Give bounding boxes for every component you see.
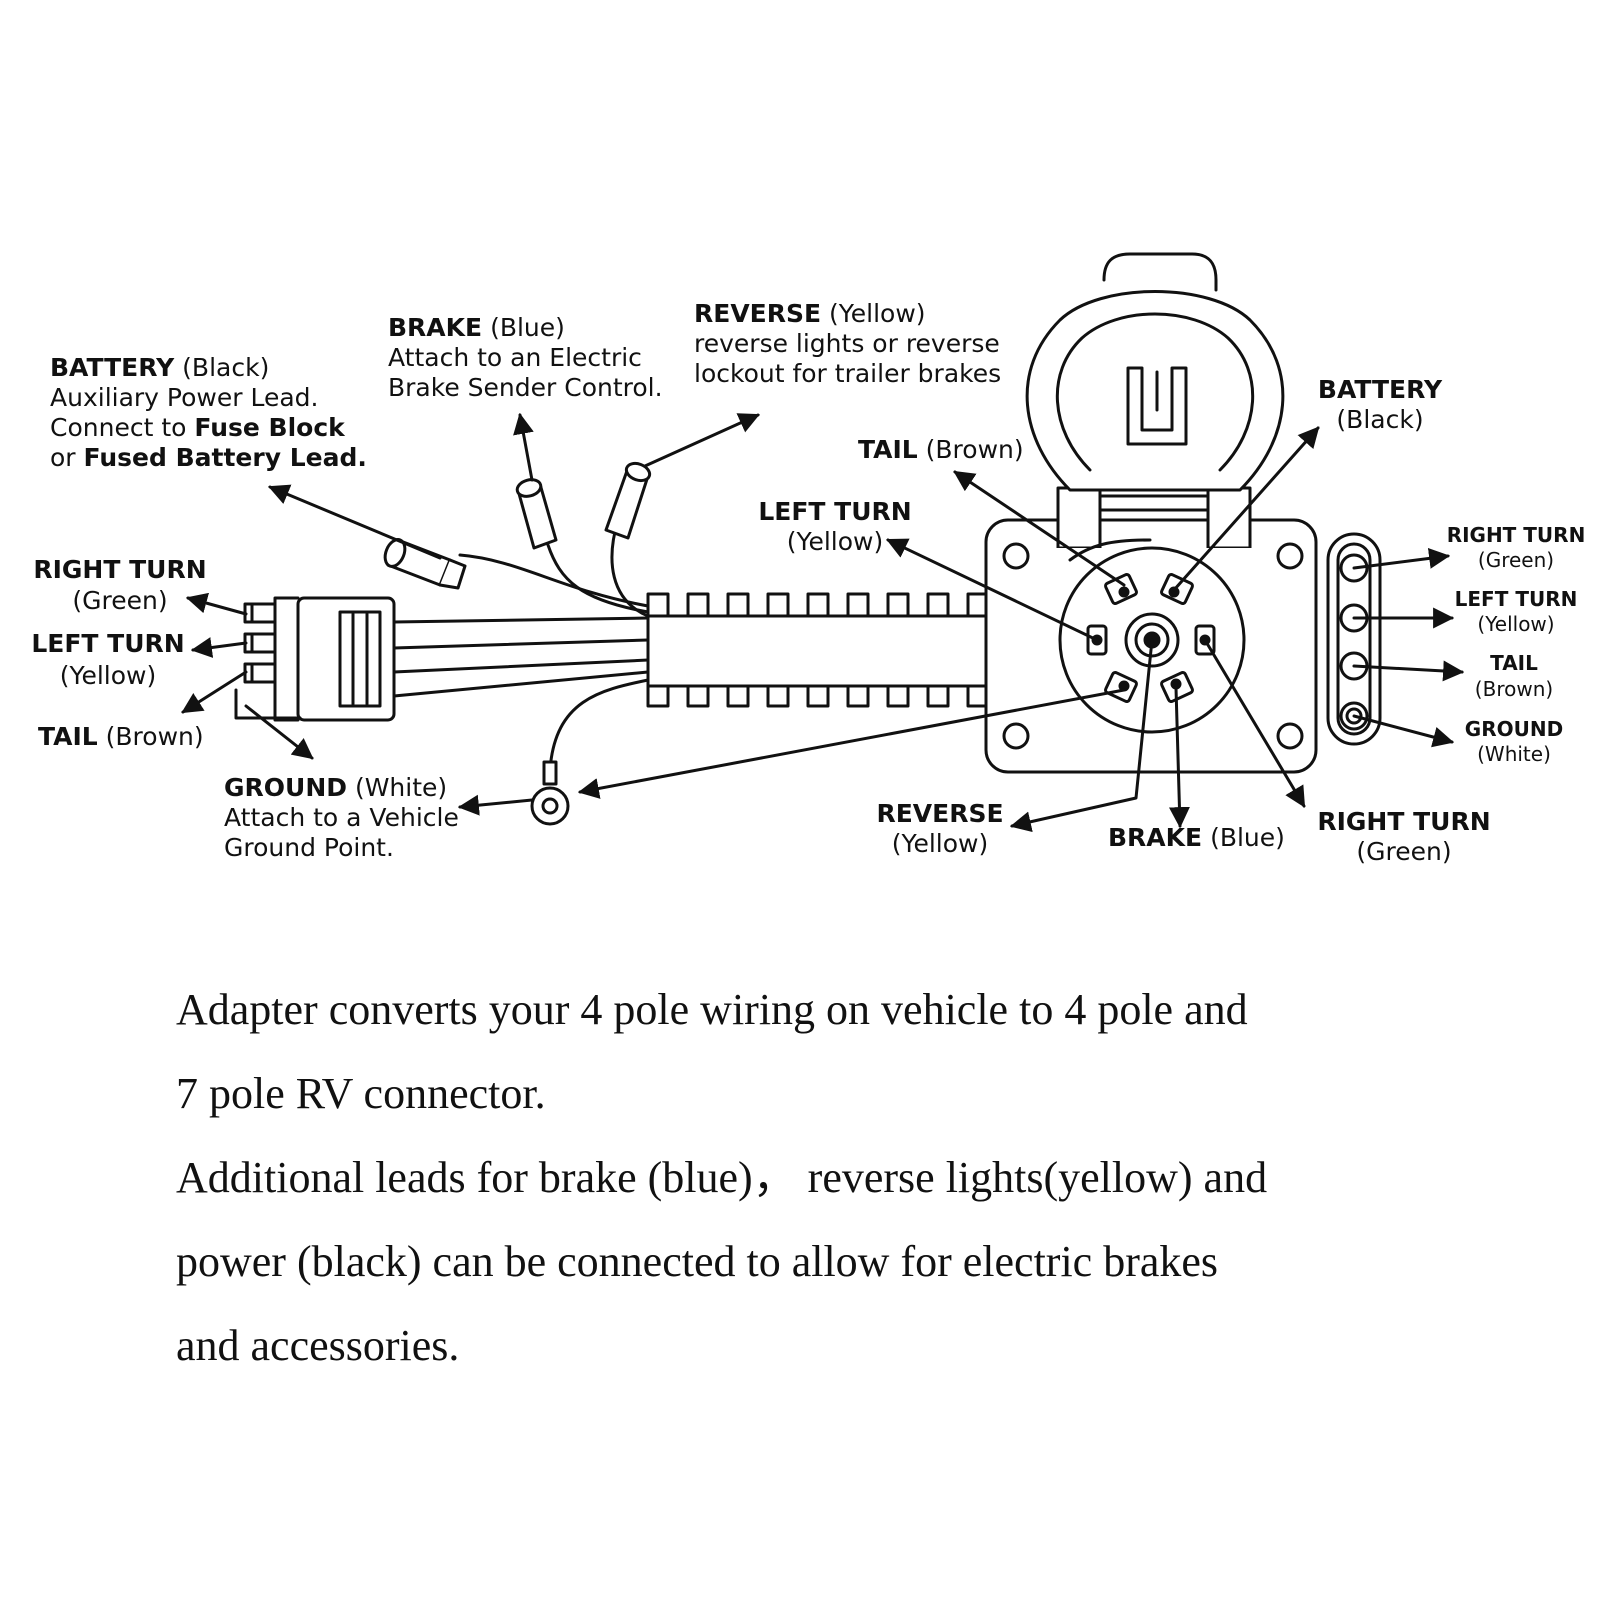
socket-left-turn-name: LEFT TURN [758, 497, 911, 526]
svg-text:GROUND (White): GROUND (White) [224, 773, 447, 802]
socket-brake-color: (Blue) [1210, 823, 1285, 852]
label-socket-brake: BRAKE (Blue) [1108, 823, 1285, 852]
battery-lead-line2-pre: Connect to [50, 413, 194, 442]
label-arrows [181, 412, 1465, 833]
battery-lead-plug [383, 538, 467, 590]
plug-left-turn-name: LEFT TURN [31, 629, 184, 658]
battery-lead-color: (Black) [182, 353, 269, 382]
four-pole-socket [1326, 532, 1382, 746]
label-ground-lead: GROUND (White) Attach to a Vehicle Groun… [224, 773, 459, 862]
socket-battery-name: BATTERY [1318, 375, 1443, 404]
corrugated-loom [646, 592, 988, 708]
description-caption: Adapter converts your 4 pole wiring on v… [176, 968, 1556, 1388]
label-battery-lead: BATTERY (Black) Auxiliary Power Lead. Co… [50, 353, 367, 472]
four-flat-plug [234, 596, 396, 722]
ground-lead-color: (White) [355, 773, 447, 802]
label-socket-reverse: REVERSE (Yellow) [876, 799, 1003, 858]
label-4p-right-turn: RIGHT TURN (Green) [1447, 523, 1586, 572]
caption-line-2: 7 pole RV connector. [176, 1069, 546, 1118]
svg-text:BATTERY (Black): BATTERY (Black) [50, 353, 269, 382]
label-socket-right-turn: RIGHT TURN (Green) [1317, 807, 1490, 866]
4p-ground-color: (White) [1477, 742, 1551, 766]
ground-lead-line2: Ground Point. [224, 833, 394, 862]
brake-lead-line1: Attach to an Electric [388, 343, 642, 372]
socket-right-turn-name: RIGHT TURN [1317, 807, 1490, 836]
plug-tail-name: TAIL [38, 722, 98, 751]
label-socket-left-turn: LEFT TURN (Yellow) [758, 497, 911, 556]
socket-battery-color: (Black) [1336, 405, 1423, 434]
socket-tail-name: TAIL [858, 435, 918, 464]
svg-text:or Fused Battery Lead.: or Fused Battery Lead. [50, 443, 367, 472]
plug-left-turn-color: (Yellow) [60, 661, 156, 690]
4p-left-turn-color: (Yellow) [1477, 612, 1554, 636]
label-4p-left-turn: LEFT TURN (Yellow) [1455, 587, 1578, 636]
svg-text:BRAKE (Blue): BRAKE (Blue) [388, 313, 565, 342]
socket-reverse-name: REVERSE [876, 799, 1003, 828]
brake-lead-color: (Blue) [490, 313, 565, 342]
socket-tail-color: (Brown) [926, 435, 1024, 464]
seven-pole-socket [984, 252, 1318, 774]
reverse-lead-line1: reverse lights or reverse [694, 329, 1000, 358]
4p-ground-name: GROUND [1465, 717, 1563, 741]
label-reverse-lead: REVERSE (Yellow) reverse lights or rever… [694, 299, 1001, 388]
svg-text:TAIL (Brown): TAIL (Brown) [38, 722, 204, 751]
label-plug-left-turn: LEFT TURN (Yellow) [31, 629, 184, 690]
ground-lead-line1: Attach to a Vehicle [224, 803, 459, 832]
brake-lead-plug [515, 478, 558, 550]
label-plug-tail: TAIL (Brown) [38, 722, 204, 751]
ground-ring-terminal [530, 760, 570, 826]
caption-line-5: and accessories. [176, 1321, 460, 1370]
4p-right-turn-name: RIGHT TURN [1447, 523, 1586, 547]
battery-lead-line2-bold: Fuse Block [194, 413, 346, 442]
battery-lead-line3-bold: Fused Battery Lead. [84, 443, 367, 472]
plug-tail-color: (Brown) [106, 722, 204, 751]
4p-right-turn-color: (Green) [1478, 548, 1554, 572]
battery-lead-line3-pre: or [50, 443, 84, 472]
brake-lead-line2: Brake Sender Control. [388, 373, 663, 402]
reverse-lead-plug [604, 461, 652, 540]
label-socket-battery: BATTERY (Black) [1318, 375, 1443, 434]
4p-tail-name: TAIL [1490, 651, 1538, 675]
svg-text:Connect to Fuse Block: Connect to Fuse Block [50, 413, 346, 442]
reverse-lead-color: (Yellow) [829, 299, 925, 328]
svg-text:TAIL (Brown): TAIL (Brown) [858, 435, 1024, 464]
socket-right-turn-color: (Green) [1356, 837, 1451, 866]
battery-lead-name: BATTERY [50, 353, 175, 382]
ground-lead-name: GROUND [224, 773, 347, 802]
battery-lead-line1: Auxiliary Power Lead. [50, 383, 318, 412]
svg-text:REVERSE (Yellow): REVERSE (Yellow) [694, 299, 926, 328]
label-plug-right-turn: RIGHT TURN (Green) [33, 555, 206, 615]
plug-right-turn-color: (Green) [72, 586, 167, 615]
socket-brake-name: BRAKE [1108, 823, 1202, 852]
label-4p-tail: TAIL (Brown) [1475, 651, 1553, 701]
4p-tail-color: (Brown) [1475, 677, 1553, 701]
socket-left-turn-color: (Yellow) [787, 527, 883, 556]
caption-line-4: power (black) can be connected to allow … [176, 1237, 1219, 1286]
reverse-lead-name: REVERSE [694, 299, 821, 328]
caption-line-1: Adapter converts your 4 pole wiring on v… [176, 985, 1248, 1034]
label-brake-lead: BRAKE (Blue) Attach to an Electric Brake… [388, 313, 663, 402]
reverse-lead-line2: lockout for trailer brakes [694, 359, 1001, 388]
plug-right-turn-name: RIGHT TURN [33, 555, 206, 584]
4p-left-turn-name: LEFT TURN [1455, 587, 1578, 611]
harness-wires [392, 518, 650, 772]
svg-text:BRAKE (Blue): BRAKE (Blue) [1108, 823, 1285, 852]
label-4p-ground: GROUND (White) [1465, 717, 1563, 766]
brake-lead-name: BRAKE [388, 313, 482, 342]
socket-reverse-color: (Yellow) [892, 829, 988, 858]
caption-line-3: Additional leads for brake (blue)， rever… [176, 1153, 1268, 1202]
label-socket-tail: TAIL (Brown) [858, 435, 1024, 464]
